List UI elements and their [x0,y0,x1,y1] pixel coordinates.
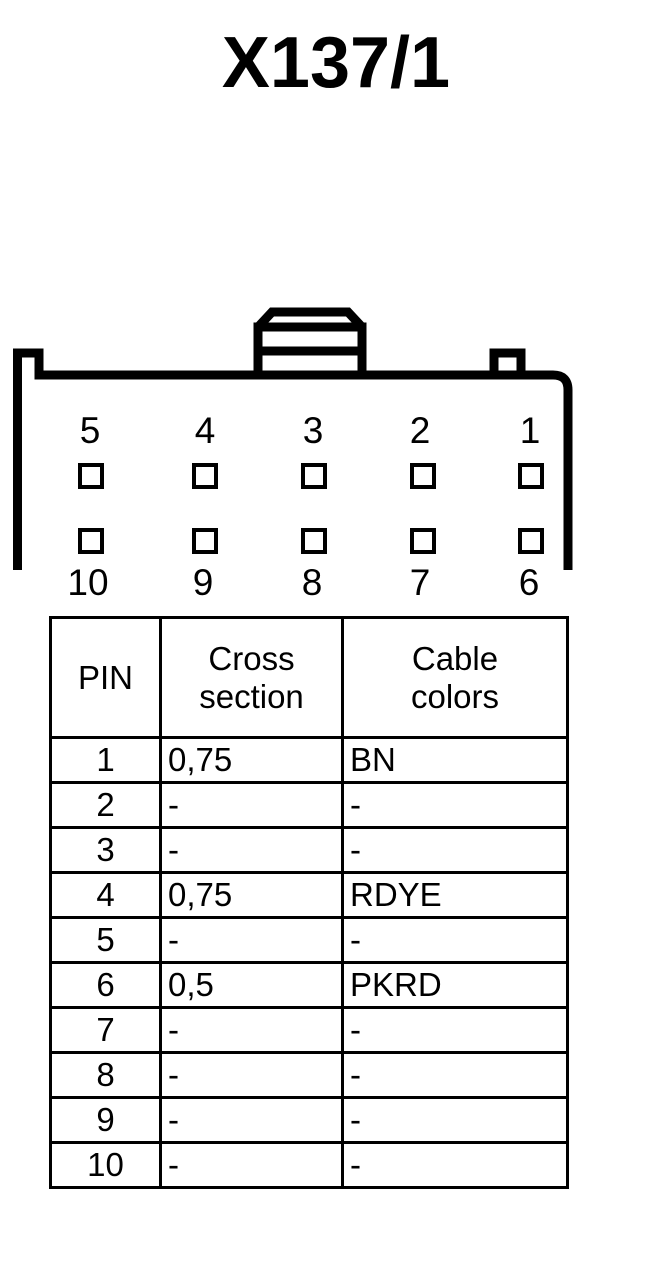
top-latch-tab [253,307,367,380]
pin-label-7: 7 [409,562,431,603]
cell-pin: 7 [49,1006,162,1054]
pin-cavity-10[interactable] [78,528,104,554]
table-row: 9-- [49,1096,569,1144]
table-row: 8-- [49,1051,569,1099]
housing-outline [13,348,573,570]
cell-cross-section: 0,75 [159,871,344,919]
cell-pin: 6 [49,961,162,1009]
cell-cable-colors: PKRD [341,961,569,1009]
pin-label-10: 10 [67,562,109,603]
cell-pin: 1 [49,736,162,784]
column-header-cable-colors-line-2: colors [410,677,500,715]
cell-pin: 5 [49,916,162,964]
pin-label-2: 2 [409,410,431,451]
connector-outline-svg [13,307,573,570]
cell-pin: 3 [49,826,162,874]
cell-cable-colors: - [341,1006,569,1054]
pin-label-3: 3 [302,410,324,451]
pin-table-head: PIN Cross section Cable colors [49,616,569,739]
pin-label-4: 4 [194,410,216,451]
column-header-cable-colors: Cable colors [341,616,569,739]
cell-pin: 2 [49,781,162,829]
pin-table-header-row: PIN Cross section Cable colors [49,616,569,739]
table-row: 5-- [49,916,569,964]
cell-cross-section: 0,75 [159,736,344,784]
pin-cavity-8[interactable] [301,528,327,554]
pin-cavity-6[interactable] [518,528,544,554]
pin-cavity-9[interactable] [192,528,218,554]
cell-cross-section: - [159,826,344,874]
column-header-pin: PIN [49,616,162,739]
column-header-cross-section: Cross section [159,616,344,739]
cell-cross-section: - [159,1096,344,1144]
cell-cable-colors: - [341,1141,569,1189]
cell-cross-section: 0,5 [159,961,344,1009]
connector-diagram: 5 4 3 2 1 10 9 8 7 6 [0,150,672,601]
pin-cavity-1[interactable] [518,463,544,489]
cell-cable-colors: - [341,916,569,964]
pin-cavity-5[interactable] [78,463,104,489]
column-header-cross-section-line-1: Cross [208,639,295,677]
cell-cable-colors: - [341,781,569,829]
column-header-cable-colors-line-1: Cable [411,639,499,677]
cell-cable-colors: - [341,1051,569,1099]
cell-cross-section: - [159,1051,344,1099]
table-row: 10-- [49,1141,569,1189]
pin-label-1: 1 [519,410,541,451]
column-header-pin-line-1: PIN [77,658,133,696]
cell-pin: 9 [49,1096,162,1144]
table-row: 7-- [49,1006,569,1054]
pin-cavity-4[interactable] [192,463,218,489]
table-row: 2-- [49,781,569,829]
cell-pin: 8 [49,1051,162,1099]
cell-cable-colors: BN [341,736,569,784]
pin-cavity-3[interactable] [301,463,327,489]
cell-cable-colors: - [341,826,569,874]
pin-label-5: 5 [79,410,101,451]
cell-cable-colors: RDYE [341,871,569,919]
cell-pin: 10 [49,1141,162,1189]
pin-cavity-7[interactable] [410,528,436,554]
cell-cross-section: - [159,1006,344,1054]
pin-label-8: 8 [301,562,323,603]
table-row: 3-- [49,826,569,874]
column-header-cross-section-line-2: section [199,677,304,715]
cell-cross-section: - [159,916,344,964]
pin-label-9: 9 [192,562,214,603]
cell-cable-colors: - [341,1096,569,1144]
cell-cross-section: - [159,781,344,829]
pin-label-6: 6 [518,562,540,603]
cell-pin: 4 [49,871,162,919]
page-title: X137/1 [221,23,451,103]
pin-cavity-2[interactable] [410,463,436,489]
top-right-bump [489,348,526,380]
cell-cross-section: - [159,1141,344,1189]
